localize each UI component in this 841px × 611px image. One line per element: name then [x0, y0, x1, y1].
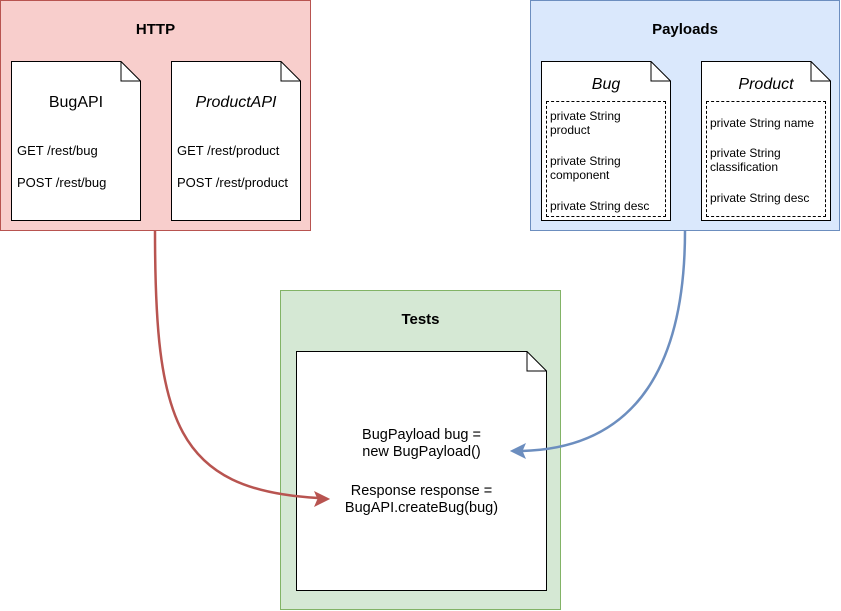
bug-payload-title: Bug — [591, 76, 621, 93]
tests-group: Tests BugPayload bug = new BugPayload() … — [280, 290, 561, 610]
test-code-card: BugPayload bug = new BugPayload() Respon… — [296, 351, 547, 591]
bug-api-title: BugAPI — [48, 94, 104, 111]
bug-field-component: private String component — [550, 154, 621, 182]
product-field-classification: private String classification — [710, 146, 781, 174]
http-group-title: HTTP — [135, 21, 176, 38]
product-field-name: private String name — [710, 116, 815, 130]
tests-group-title: Tests — [401, 311, 440, 328]
product-payload-card: Product private String name private Stri… — [701, 61, 831, 221]
code-line-payload: BugPayload bug = new BugPayload() — [362, 427, 481, 460]
product-api-get: GET /rest/product — [177, 143, 280, 158]
bug-field-product: private String product — [550, 109, 621, 137]
bug-api-get: GET /rest/bug — [17, 143, 98, 158]
payloads-group: Payloads Bug private String product priv… — [530, 0, 840, 231]
product-fields-box: private String name private String class… — [706, 101, 826, 217]
bug-payload-card: Bug private String product private Strin… — [541, 61, 671, 221]
product-api-post: POST /rest/product — [177, 175, 289, 190]
bug-api-post: POST /rest/bug — [17, 175, 107, 190]
code-line-response: Response response = BugAPI.createBug(bug… — [344, 483, 499, 516]
payloads-group-title: Payloads — [652, 21, 718, 38]
note-shape — [11, 61, 141, 221]
note-shape — [171, 61, 301, 221]
product-field-desc: private String desc — [710, 191, 810, 205]
bug-field-desc: private String desc — [550, 199, 650, 213]
bug-fields-box: private String product private String co… — [546, 101, 666, 217]
bug-api-card: BugAPI GET /rest/bug POST /rest/bug — [11, 61, 141, 221]
product-api-card: ProductAPI GET /rest/product POST /rest/… — [171, 61, 301, 221]
product-api-title: ProductAPI — [195, 94, 277, 111]
product-payload-title: Product — [738, 76, 794, 93]
http-group: HTTP BugAPI GET /rest/bug POST /rest/bug… — [0, 0, 311, 231]
